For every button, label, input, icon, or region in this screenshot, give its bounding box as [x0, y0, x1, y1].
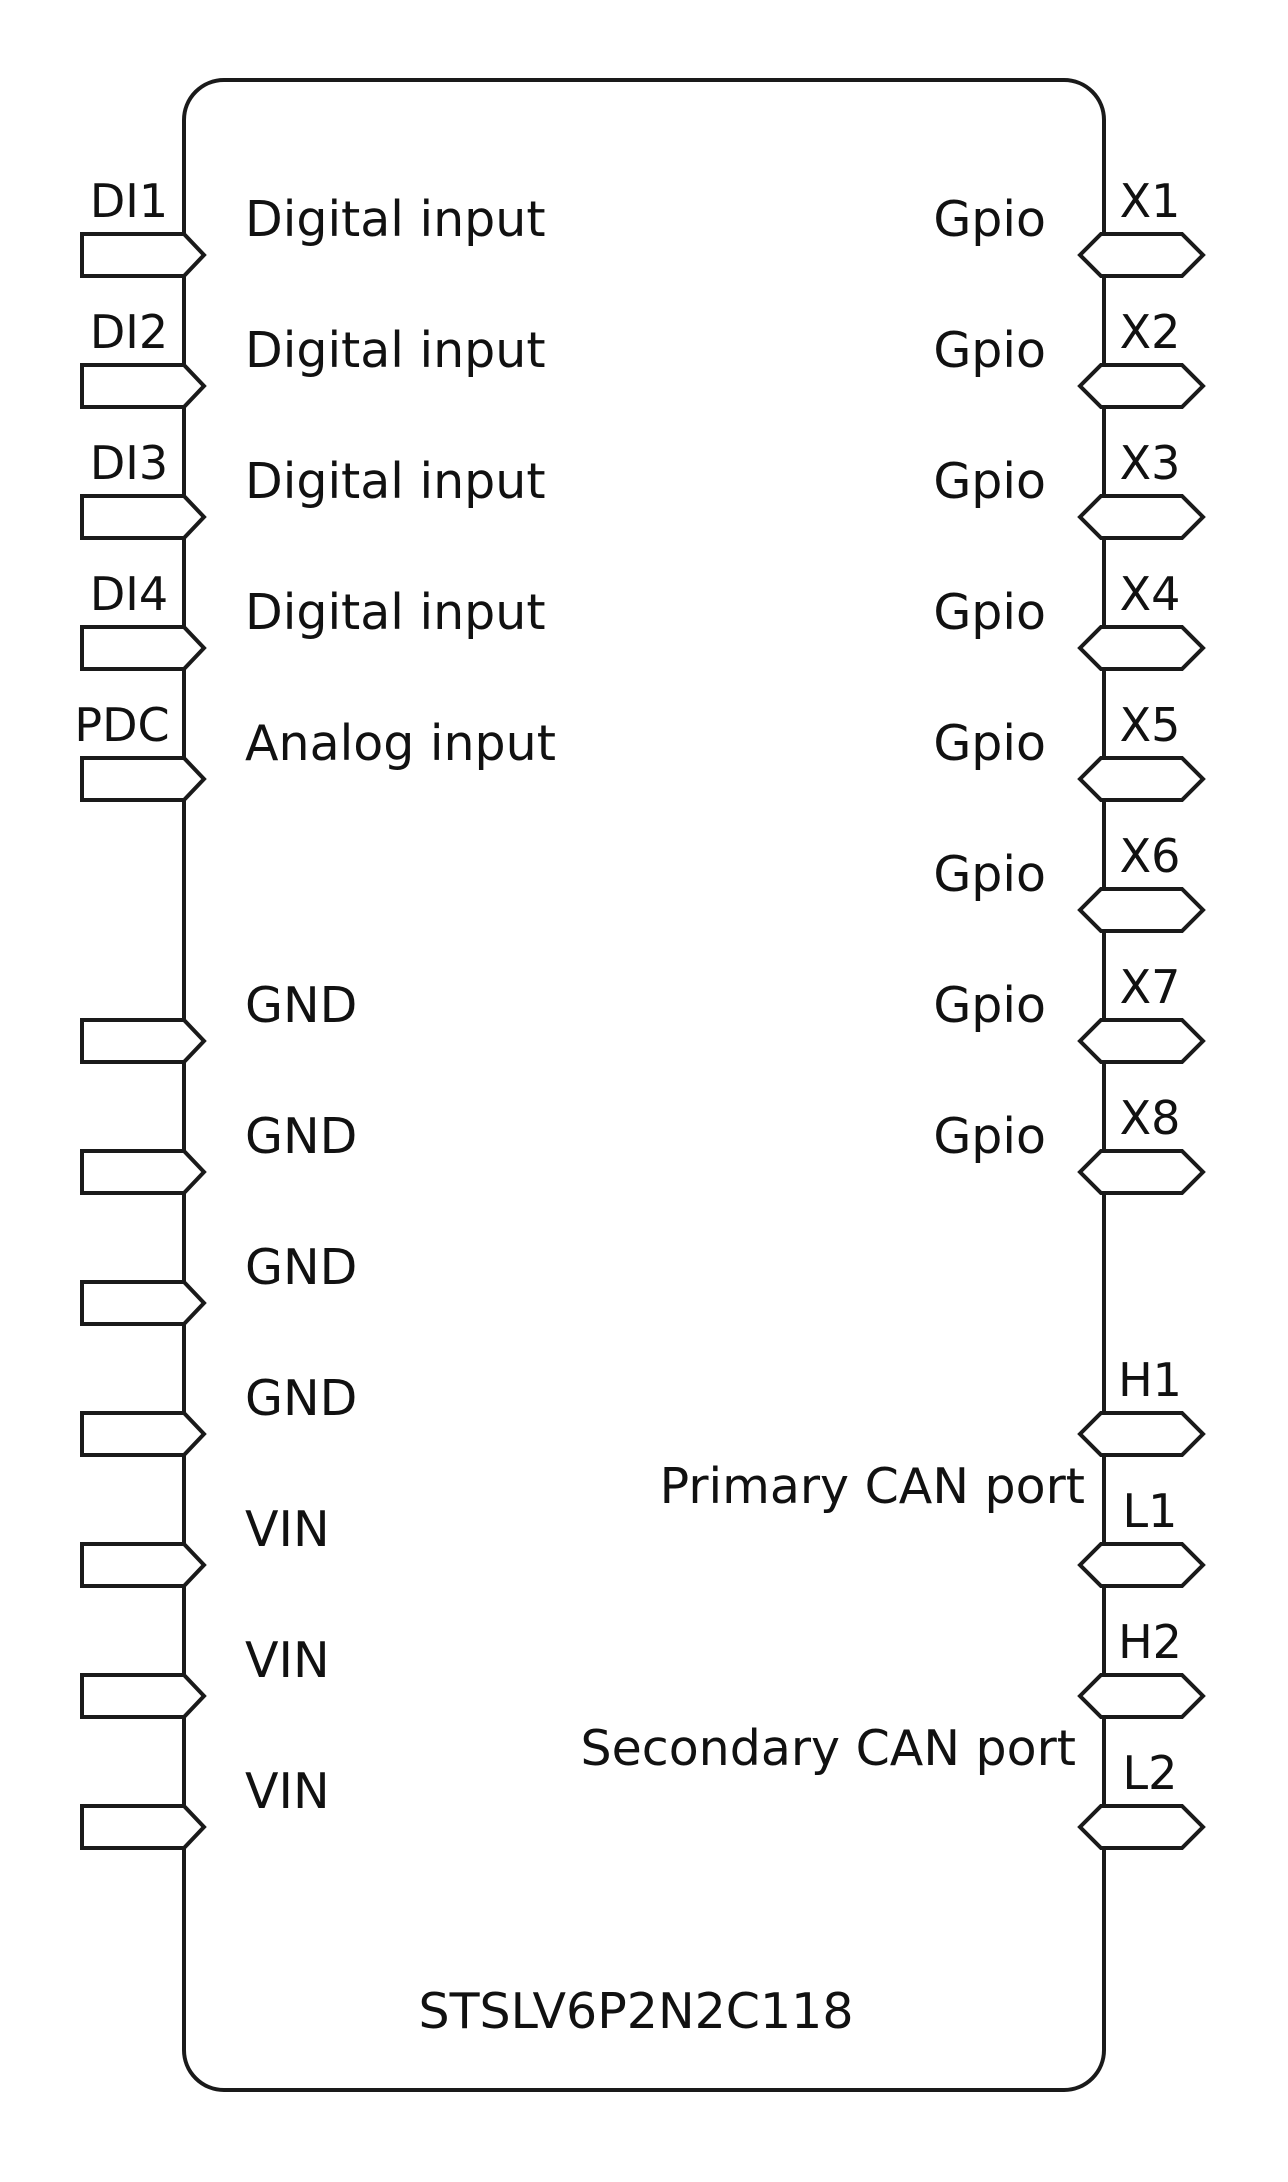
left-pin: DI4 Digital input: [80, 567, 546, 671]
pin-name: X8: [1120, 1091, 1181, 1145]
pin-arrow-icon: [1077, 494, 1206, 540]
pin-name: X1: [1120, 174, 1181, 228]
pin-function-label: Gpio: [933, 977, 1046, 1034]
pin-name: X4: [1120, 567, 1181, 621]
pin-name: X2: [1120, 305, 1181, 359]
left-pin: GND: [80, 1108, 357, 1195]
pin-arrow-icon: [1077, 756, 1206, 802]
pin-function-label: Analog input: [245, 715, 556, 772]
pin-name: L1: [1123, 1484, 1178, 1538]
right-pin: X6 Gpio: [933, 829, 1206, 933]
pin-arrow-icon: [80, 494, 207, 540]
pin-arrow-icon: [1077, 363, 1206, 409]
pin-name: DI2: [90, 305, 168, 359]
right-pin: L2: [1077, 1746, 1206, 1850]
pin-function-label: Digital input: [245, 191, 546, 248]
pin-arrow-icon: [1077, 1673, 1206, 1719]
left-pin: DI2 Digital input: [80, 305, 546, 409]
pin-function-label: VIN: [245, 1501, 330, 1558]
left-pin: PDC Analog input: [74, 698, 556, 802]
pin-name: X6: [1120, 829, 1181, 883]
pin-arrow-icon: [80, 1411, 207, 1457]
left-pin: DI3 Digital input: [80, 436, 546, 540]
pin-function-label: Digital input: [245, 453, 546, 510]
pin-function-label: Gpio: [933, 715, 1046, 772]
pin-function-label: Digital input: [245, 322, 546, 379]
pin-arrow-icon: [1077, 625, 1206, 671]
pin-arrow-icon: [80, 1542, 207, 1588]
pin-arrow-icon: [1077, 887, 1206, 933]
pin-function-label: Digital input: [245, 584, 546, 641]
secondary-can-port-label: Secondary CAN port: [581, 1720, 1076, 1777]
left-pin: VIN: [80, 1501, 330, 1588]
pin-arrow-icon: [80, 363, 207, 409]
pin-name: H1: [1118, 1353, 1182, 1407]
primary-can-port-label: Primary CAN port: [660, 1458, 1085, 1515]
pin-function-label: Gpio: [933, 453, 1046, 510]
pin-arrow-icon: [80, 756, 207, 802]
pin-name: DI1: [90, 174, 168, 228]
right-pin: H2: [1077, 1615, 1206, 1719]
pin-function-label: Gpio: [933, 584, 1046, 641]
pin-function-label: Gpio: [933, 1108, 1046, 1165]
pin-function-label: VIN: [245, 1763, 330, 1820]
pin-name: H2: [1118, 1615, 1182, 1669]
pin-function-label: Gpio: [933, 191, 1046, 248]
left-pin: VIN: [80, 1632, 330, 1719]
pin-arrow-icon: [80, 625, 207, 671]
right-pin: X7 Gpio: [933, 960, 1206, 1064]
pin-arrow-icon: [1077, 232, 1206, 278]
pin-name: X5: [1120, 698, 1181, 752]
left-pin: DI1 Digital input: [80, 174, 546, 278]
right-pin: X1 Gpio: [933, 174, 1206, 278]
pin-function-label: GND: [245, 1108, 357, 1165]
pin-function-label: VIN: [245, 1632, 330, 1689]
pin-function-label: GND: [245, 1370, 357, 1427]
pin-arrow-icon: [1077, 1542, 1206, 1588]
pin-arrow-icon: [80, 232, 207, 278]
component-body: [182, 78, 1106, 2092]
pin-function-label: Gpio: [933, 322, 1046, 379]
left-pin: GND: [80, 977, 357, 1064]
right-pin: X8 Gpio: [933, 1091, 1206, 1195]
left-pin: VIN: [80, 1763, 330, 1850]
pin-arrow-icon: [1077, 1018, 1206, 1064]
pin-function-label: GND: [245, 1239, 357, 1296]
pin-arrow-icon: [1077, 1411, 1206, 1457]
pin-name: DI4: [90, 567, 168, 621]
pin-name: X3: [1120, 436, 1181, 490]
pin-function-label: GND: [245, 977, 357, 1034]
left-pin: GND: [80, 1370, 357, 1457]
right-pin: H1: [1077, 1353, 1206, 1457]
left-pin: GND: [80, 1239, 357, 1326]
pin-name: DI3: [90, 436, 168, 490]
pin-arrow-icon: [1077, 1149, 1206, 1195]
pin-name: L2: [1123, 1746, 1178, 1800]
left-pins: DI1 Digital input DI2 Digital input DI3 …: [74, 174, 556, 1850]
right-pin: L1: [1077, 1484, 1206, 1588]
right-pin: X4 Gpio: [933, 567, 1206, 671]
pin-arrow-icon: [80, 1673, 207, 1719]
pin-name: PDC: [74, 698, 169, 752]
pin-function-label: Gpio: [933, 846, 1046, 903]
pin-arrow-icon: [80, 1804, 207, 1850]
pin-arrow-icon: [80, 1018, 207, 1064]
right-pin: X3 Gpio: [933, 436, 1206, 540]
right-pin: X2 Gpio: [933, 305, 1206, 409]
part-number-label: STSLV6P2N2C118: [418, 1983, 853, 2040]
pin-name: X7: [1120, 960, 1181, 1014]
pin-arrow-icon: [80, 1280, 207, 1326]
right-pin: X5 Gpio: [933, 698, 1206, 802]
right-pins: X1 Gpio X2 Gpio X3 Gpio X4 Gpio X5 Gpio …: [933, 174, 1206, 1850]
pin-arrow-icon: [80, 1149, 207, 1195]
pin-arrow-icon: [1077, 1804, 1206, 1850]
